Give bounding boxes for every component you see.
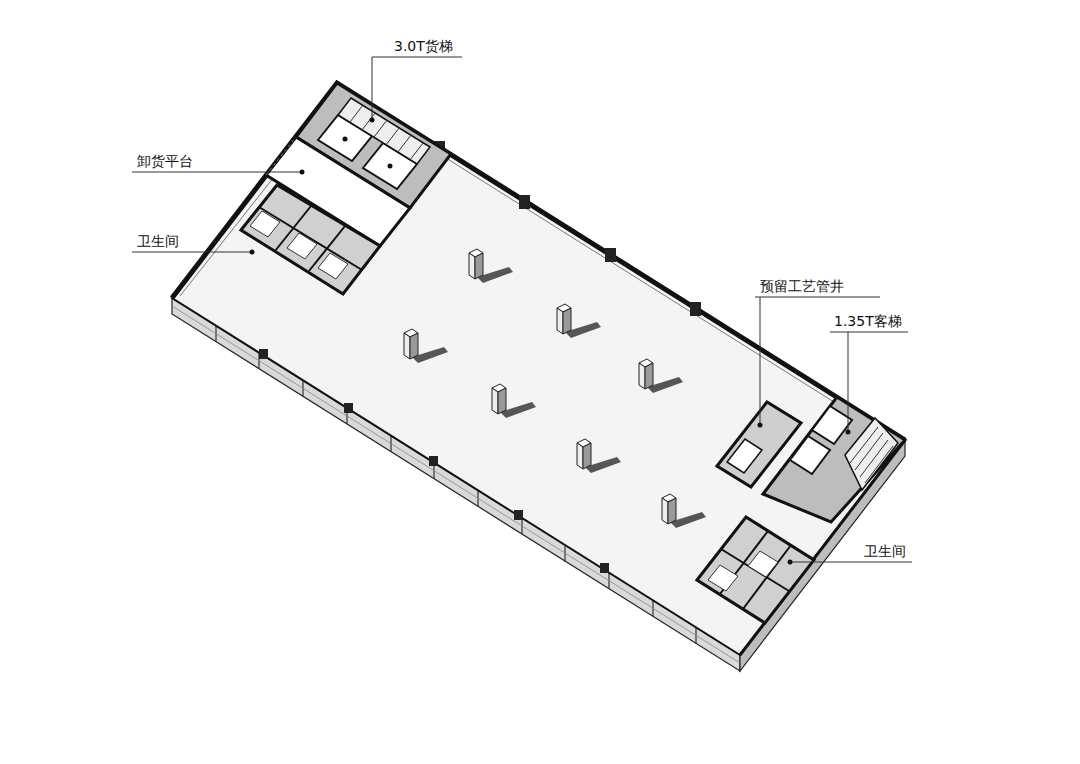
- passenger-core-part: [790, 436, 830, 474]
- toilet-right: [697, 517, 814, 623]
- passenger-core-part: [845, 418, 898, 490]
- wall-columns-part: [519, 195, 530, 209]
- toilet-left-part: [287, 233, 317, 259]
- leader-dots-part: [250, 250, 255, 255]
- leader-dots-part: [758, 423, 763, 428]
- wall-columns-part: [259, 349, 268, 359]
- interior-columns-part: [662, 494, 706, 528]
- leader-dots-part: [300, 170, 305, 175]
- leader-lines-part: [790, 562, 912, 563]
- wall-columns-part: [344, 403, 353, 413]
- leader-lines: [132, 57, 912, 562]
- callout-label: 预留工艺管井: [760, 278, 844, 295]
- callout-label: 1.35T客梯: [834, 313, 902, 330]
- toilet-left-part: [250, 211, 280, 237]
- leader-lines-part: [132, 252, 252, 253]
- interior-columns-part: [557, 304, 601, 338]
- interior-columns-part: [492, 384, 536, 418]
- leader-lines-part: [830, 332, 908, 432]
- interior-columns-part: [404, 329, 448, 363]
- interior-columns-part: [469, 249, 513, 283]
- wall-columns-part: [605, 248, 616, 262]
- toilet-right-part: [720, 531, 791, 609]
- freight-core-part: [350, 105, 423, 160]
- freight-core-part: [343, 137, 348, 142]
- freight-core-part: [338, 98, 430, 164]
- toilet-left-part: [318, 253, 348, 279]
- freight-core-part: [388, 164, 393, 169]
- wall-columns-part: [690, 302, 701, 316]
- interior-columns-part: [639, 359, 683, 393]
- leader-lines-part: [372, 57, 462, 120]
- toilet-left-part: [241, 185, 380, 294]
- slab-floor-part: [180, 92, 896, 441]
- leader-dots-part: [846, 430, 851, 435]
- toilet-right-part: [748, 551, 778, 577]
- slab-floor-part: [172, 83, 905, 655]
- toilet-left-part: [259, 206, 362, 271]
- wall-columns-part: [600, 563, 609, 573]
- loading-platform-part: [266, 137, 296, 175]
- passenger-core-part: [763, 397, 905, 522]
- wall-columns-part: [429, 456, 438, 466]
- callout-label: 3.0T货梯: [394, 38, 453, 55]
- toilet-right-part: [708, 565, 738, 591]
- leader-lines-part: [132, 172, 302, 173]
- wall-columns-part: [514, 510, 523, 520]
- interior-columns: [404, 249, 706, 528]
- callout-label: 卫生间: [137, 233, 179, 250]
- interior-columns-part: [577, 439, 621, 473]
- passenger-core-part: [850, 427, 893, 483]
- passenger-core-part: [812, 406, 852, 444]
- callout-label: 卫生间: [864, 543, 906, 560]
- passenger-core: [763, 397, 905, 522]
- leader-dots-part: [788, 560, 793, 565]
- slab-floor-part: [172, 83, 905, 440]
- callout-label: 卸货平台: [137, 153, 193, 170]
- leader-dots: [250, 118, 851, 565]
- slab-floor: [172, 83, 905, 655]
- leader-dots-part: [370, 118, 375, 123]
- toilet-right-part: [697, 517, 814, 623]
- toilet-left: [241, 185, 380, 294]
- pipe-shaft-part: [727, 439, 762, 473]
